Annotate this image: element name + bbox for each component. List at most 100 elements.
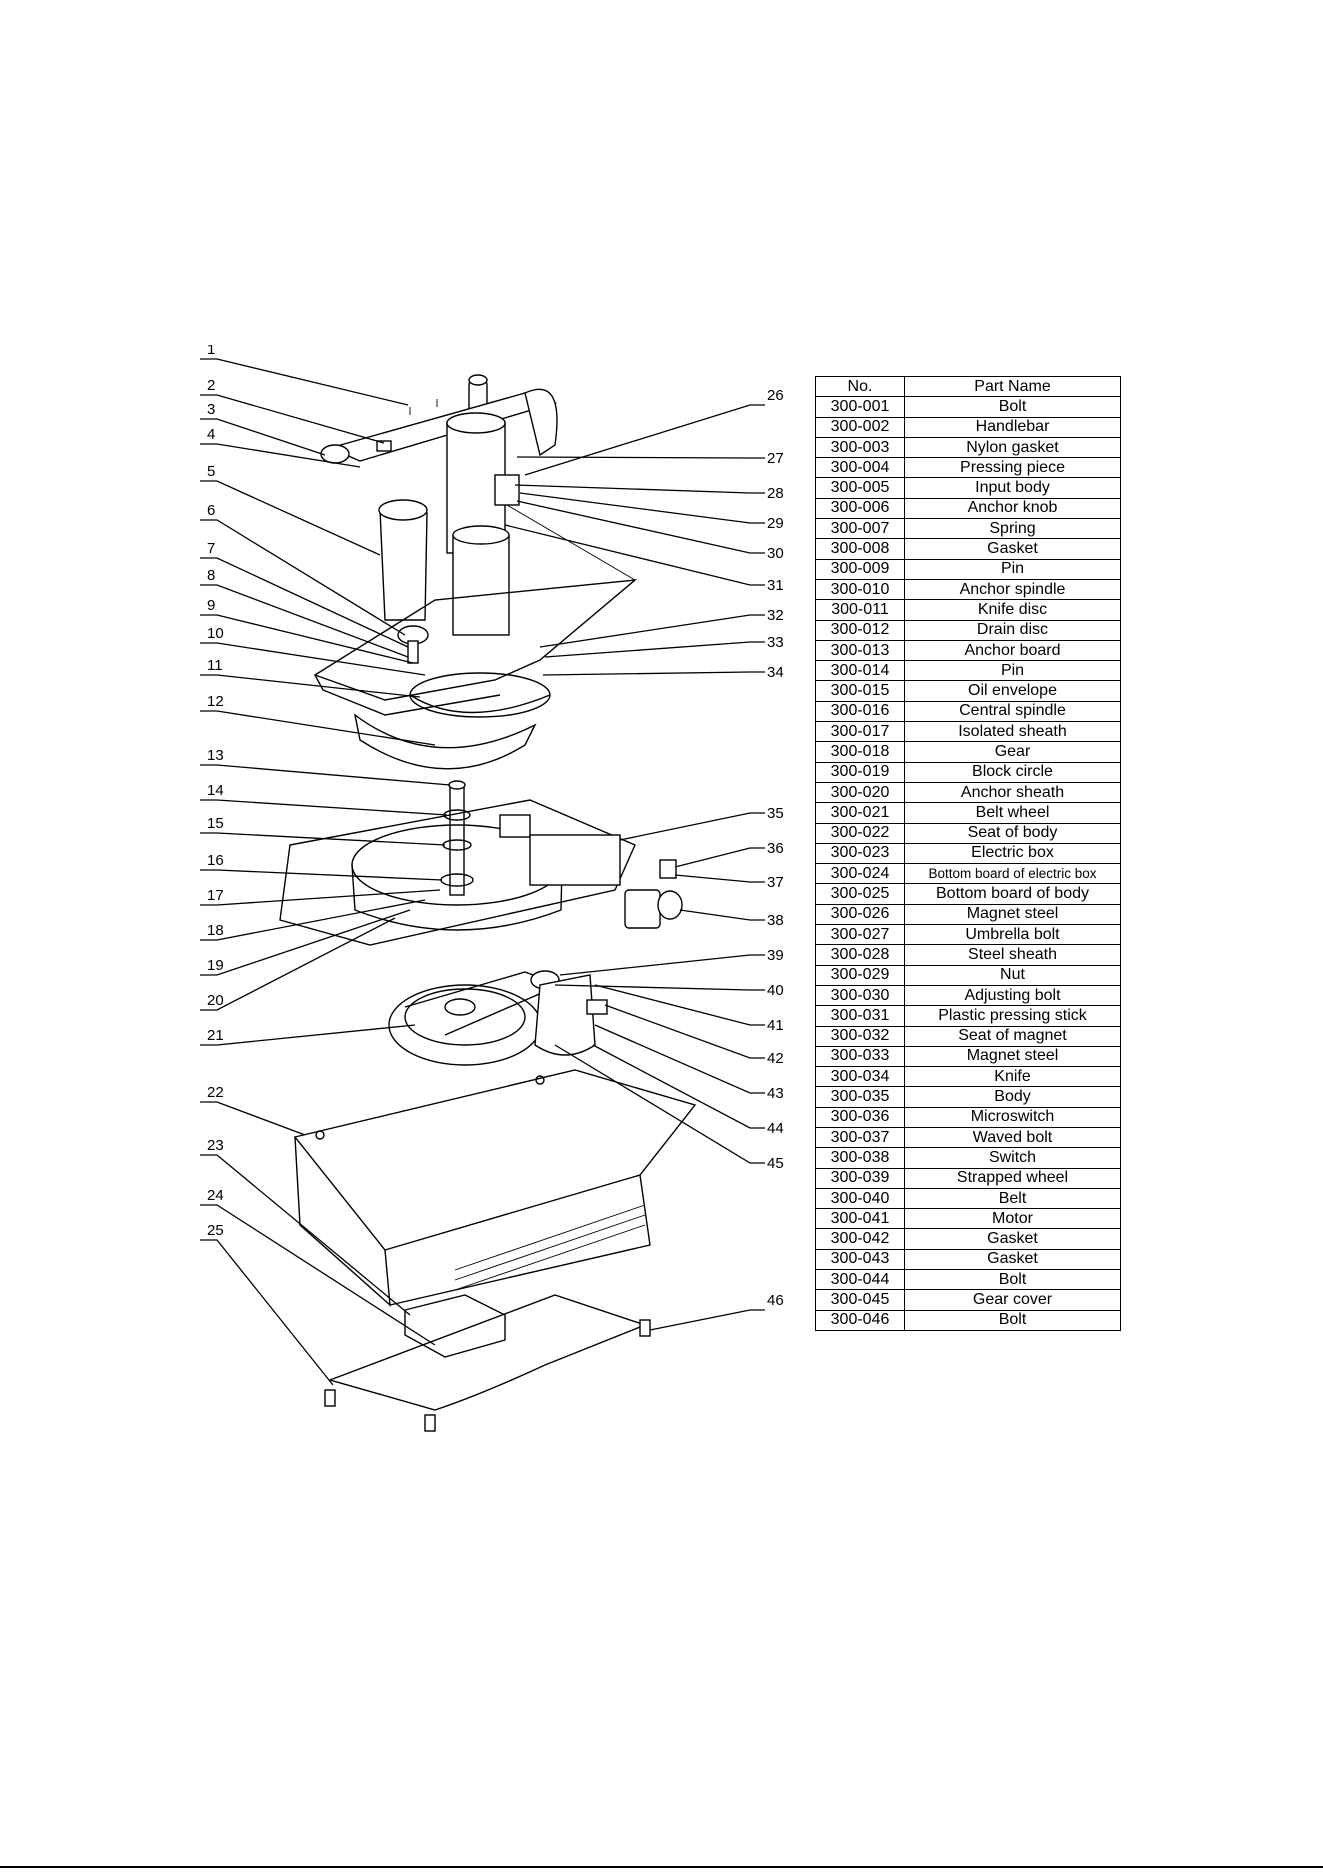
part-number-cell: 300-001 — [815, 396, 905, 418]
part-number-cell: 300-011 — [815, 599, 905, 621]
table-header-row: No. Part Name — [815, 375, 1121, 398]
part-number-cell: 300-039 — [815, 1167, 905, 1189]
part-number-cell: 300-042 — [815, 1228, 905, 1250]
callout-46: 46 — [767, 1292, 784, 1309]
callout-23: 23 — [207, 1137, 224, 1154]
callout-8: 8 — [207, 567, 215, 584]
callout-31: 31 — [767, 577, 784, 594]
part-name-cell: Body — [904, 1086, 1121, 1108]
part-name-cell: Oil envelope — [904, 680, 1121, 702]
callout-11: 11 — [207, 657, 223, 674]
callout-30: 30 — [767, 545, 784, 562]
callout-21: 21 — [207, 1027, 224, 1044]
microswitch-shape — [659, 859, 677, 879]
part-name-cell: Magnet steel — [904, 1045, 1121, 1068]
callout-16: 16 — [207, 852, 224, 869]
part-name-cell: Pin — [904, 558, 1121, 580]
callout-17: 17 — [207, 887, 224, 904]
callout-26: 26 — [767, 387, 784, 404]
callout-20: 20 — [207, 992, 224, 1009]
part-number-cell: 300-015 — [815, 680, 905, 702]
part-name-cell: Nut — [904, 964, 1121, 986]
part-number-cell: 300-017 — [815, 721, 905, 743]
switch-shape — [624, 889, 661, 929]
part-name-cell: Input body — [904, 477, 1121, 499]
part-number-cell: 300-024 — [815, 863, 905, 885]
callout-5: 5 — [207, 463, 215, 480]
part-name-cell: Anchor knob — [904, 497, 1121, 520]
part-name-cell: Strapped wheel — [904, 1167, 1121, 1189]
part-number-cell: 300-007 — [815, 518, 905, 540]
part-name-cell: Isolated sheath — [904, 721, 1121, 743]
leader-lines — [200, 358, 765, 1386]
part-name-cell: Drain disc — [904, 619, 1121, 641]
page-bottom-rule — [0, 1866, 1323, 1868]
part-number-cell: 300-038 — [815, 1147, 905, 1169]
part-name-cell: Umbrella bolt — [904, 924, 1121, 946]
part-name-cell: Switch — [904, 1147, 1121, 1169]
part-name-cell: Pressing piece — [904, 457, 1121, 479]
callout-42: 42 — [767, 1050, 784, 1067]
callout-28: 28 — [767, 485, 784, 502]
callout-13: 13 — [207, 747, 224, 764]
part-name-cell: Seat of magnet — [904, 1025, 1121, 1047]
part-name-cell: Motor — [904, 1208, 1121, 1230]
part-name-cell: Knife — [904, 1066, 1121, 1088]
part-number-cell: 300-009 — [815, 558, 905, 580]
part-number-cell: 300-010 — [815, 578, 905, 601]
part-name-cell: Gasket — [904, 1248, 1121, 1271]
part-name-cell: Electric box — [904, 842, 1121, 865]
callout-45: 45 — [767, 1155, 784, 1172]
part-name-cell: Bolt — [904, 396, 1121, 418]
part-number-cell: 300-032 — [815, 1025, 905, 1047]
part-name-cell: Steel sheath — [904, 944, 1121, 966]
callout-22: 22 — [207, 1084, 224, 1101]
part-number-cell: 300-034 — [815, 1066, 905, 1088]
callout-4: 4 — [207, 426, 215, 443]
part-number-cell: 300-029 — [815, 964, 905, 986]
part-number-cell: 300-022 — [815, 822, 905, 844]
callout-43: 43 — [767, 1085, 784, 1102]
callout-14: 14 — [207, 782, 224, 799]
part-number-cell: 300-040 — [815, 1187, 905, 1210]
part-name-cell: Belt — [904, 1187, 1121, 1210]
part-name-cell: Microswitch — [904, 1106, 1121, 1128]
callout-15: 15 — [207, 815, 224, 832]
column-header-no: No. — [815, 375, 905, 398]
callout-18: 18 — [207, 922, 224, 939]
callout-numbers: 1 2 3 4 5 6 7 8 9 10 11 12 13 14 15 16 1… — [207, 341, 784, 1309]
part-name-cell: Anchor spindle — [904, 578, 1121, 601]
body-shape — [294, 1136, 391, 1307]
part-name-cell: Anchor board — [904, 639, 1121, 662]
part-number-cell: 300-013 — [815, 639, 905, 662]
part-number-cell: 300-027 — [815, 924, 905, 946]
handlebar-shape — [327, 392, 558, 462]
part-name-cell: Plastic pressing stick — [904, 1005, 1121, 1027]
part-name-cell: Pin — [904, 660, 1121, 682]
part-number-cell: 300-014 — [815, 660, 905, 682]
callout-2: 2 — [207, 377, 215, 394]
part-number-cell: 300-045 — [815, 1289, 905, 1311]
callout-3: 3 — [207, 401, 215, 418]
part-number-cell: 300-025 — [815, 883, 905, 905]
